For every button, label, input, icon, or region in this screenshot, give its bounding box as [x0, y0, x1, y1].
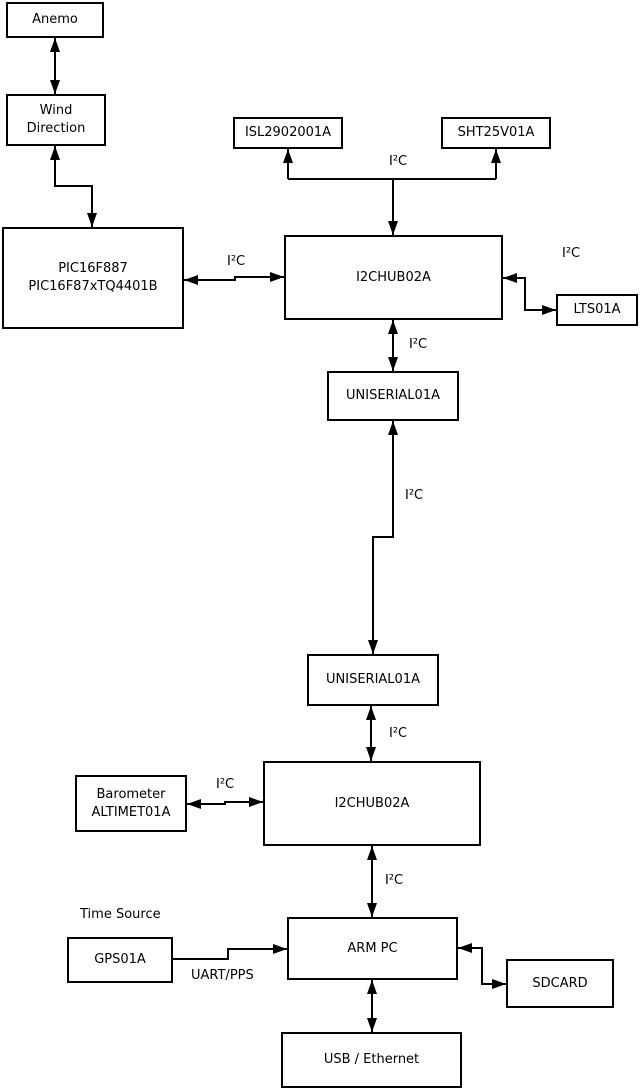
- node-anemo-label: Anemo: [32, 12, 78, 28]
- node-pic16f887-line2: PIC16F87xTQ4401B: [28, 279, 158, 294]
- edge-label-i2c-hub1-sensors: I²C: [389, 154, 408, 169]
- edge-label-i2c-pic-hub1: I²C: [227, 254, 246, 269]
- node-uniserial01a-lower-label: UNISERIAL01A: [326, 672, 420, 688]
- connector-barometer-i2chub2: [187, 797, 263, 809]
- edge-label-i2c-hub1-uniserial1: I²C: [409, 337, 428, 352]
- edge-label-i2c-uniserial-link: I²C: [405, 488, 424, 503]
- node-barometer-altimet01a: Barometer ALTIMET01A: [75, 775, 187, 832]
- node-i2chub02a-lower-label: I2CHUB02A: [334, 795, 410, 811]
- connector-armpc-sdcard: [458, 943, 506, 989]
- node-anemo: Anemo: [6, 2, 104, 38]
- node-sdcard-label: SDCARD: [532, 975, 588, 991]
- node-gps01a-label: GPS01A: [94, 952, 146, 968]
- node-pic16f887: PIC16F887 PIC16F87xTQ4401B: [2, 227, 184, 329]
- node-wind-direction: Wind Direction: [6, 94, 106, 146]
- node-barometer-line2: ALTIMET01A: [91, 804, 171, 820]
- node-pic16f887-line1: PIC16F887: [58, 261, 128, 277]
- edge-label-i2c-uniserial2-hub2: I²C: [389, 726, 408, 741]
- node-wind-direction-line1: Wind: [39, 103, 73, 119]
- node-wind-direction-line2: Direction: [26, 121, 86, 136]
- edge-label-time-source: Time Source: [80, 907, 161, 922]
- node-usb-ethernet: USB / Ethernet: [281, 1032, 462, 1088]
- node-uniserial01a-upper: UNISERIAL01A: [327, 371, 459, 421]
- node-i2chub02a-upper: I2CHUB02A: [284, 235, 503, 320]
- node-lts01a: LTS01A: [556, 294, 638, 326]
- node-uniserial01a-upper-label: UNISERIAL01A: [346, 388, 440, 404]
- node-barometer-line1: Barometer: [96, 786, 166, 802]
- edge-label-i2c-hub1-lts: I²C: [562, 246, 581, 261]
- node-sdcard: SDCARD: [506, 959, 614, 1008]
- node-i2chub02a-lower: I2CHUB02A: [263, 761, 481, 846]
- node-arm-pc-label: ARM PC: [347, 940, 398, 956]
- connector-uniserial1-uniserial2: [368, 421, 398, 654]
- connector-wind-pic: [50, 146, 97, 227]
- edge-label-uart-pps: UART/PPS: [191, 968, 254, 983]
- node-isl2902001a: ISL2902001A: [233, 117, 343, 149]
- node-i2chub02a-upper-label: I2CHUB02A: [356, 269, 431, 285]
- connector-gps-armpc: [173, 944, 287, 960]
- node-gps01a: GPS01A: [67, 937, 173, 983]
- connector-pic-i2chub1: [184, 272, 284, 285]
- edge-label-i2c-barometer-hub2: I²C: [216, 777, 235, 792]
- edge-label-i2c-hub2-armpc: I²C: [385, 873, 404, 888]
- node-usb-ethernet-label: USB / Ethernet: [323, 1052, 420, 1068]
- node-lts01a-label: LTS01A: [573, 302, 621, 318]
- connector-i2chub1-lts: [503, 273, 556, 315]
- node-arm-pc: ARM PC: [287, 917, 458, 980]
- node-sht25v01a: SHT25V01A: [441, 117, 551, 149]
- node-sht25v01a-label: SHT25V01A: [457, 125, 535, 141]
- node-uniserial01a-lower: UNISERIAL01A: [307, 654, 439, 706]
- node-isl2902001a-label: ISL2902001A: [244, 125, 332, 141]
